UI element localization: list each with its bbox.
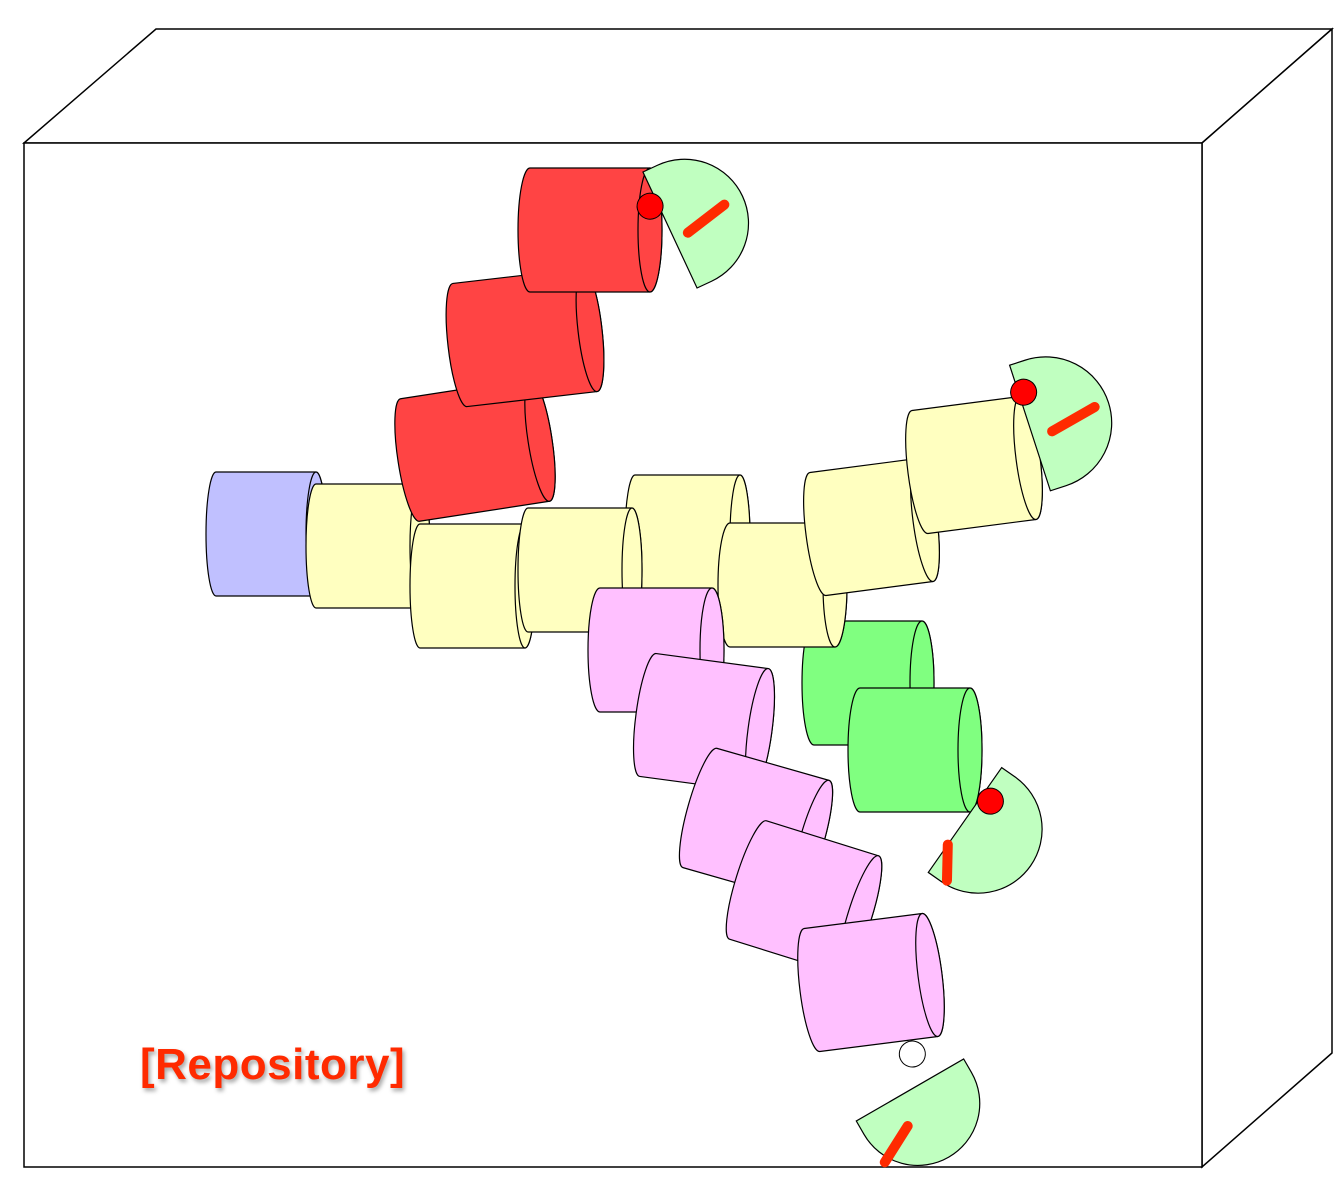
cylinder-segment-icon [445, 267, 605, 408]
snake-head-icon [927, 766, 1043, 894]
snake-graph [205, 158, 1113, 1168]
cylinder-segment-icon [394, 378, 556, 522]
cylinder-segment-icon [797, 912, 945, 1053]
cylinder-segment-icon [847, 687, 983, 813]
repository-label: [Repository] [140, 1040, 406, 1089]
tongue-icon [1047, 401, 1100, 437]
cylinder-segment-icon [409, 523, 536, 649]
eye-icon [976, 787, 1004, 815]
cylinder-segment-icon [517, 167, 663, 293]
eye-icon [898, 1040, 926, 1068]
tongue-icon [879, 1120, 913, 1168]
box-top-face [21, 28, 1334, 144]
snake-head-icon [855, 1040, 981, 1168]
snake-head-icon [1008, 356, 1113, 492]
snake-head-icon [636, 158, 750, 289]
box-right-face [1201, 27, 1333, 1169]
tongue-icon [941, 839, 953, 886]
tongue-icon [682, 199, 730, 238]
eye-icon [636, 192, 664, 220]
eye-icon [1010, 378, 1038, 406]
